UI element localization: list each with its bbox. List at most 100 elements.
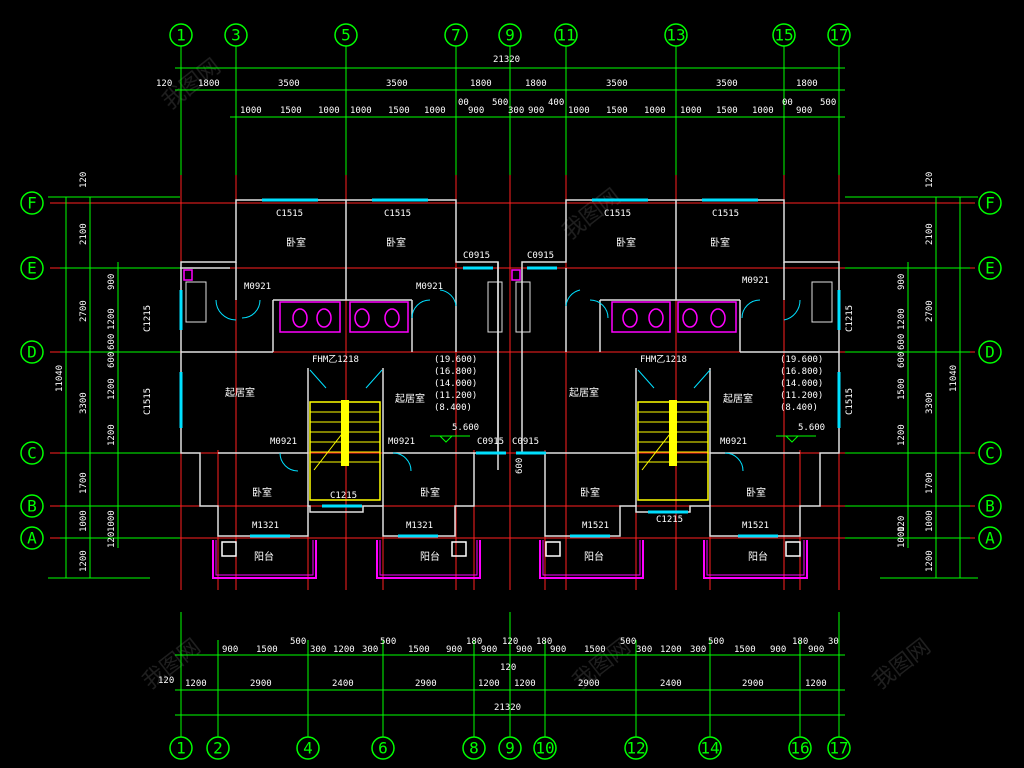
label-m1521-right: M1521 [742, 521, 769, 531]
svg-text:10: 10 [535, 739, 554, 758]
axis-bubble-right-A: A [978, 526, 1002, 550]
dim-right-c1-5: 1000 [925, 510, 935, 532]
svg-text:15: 15 [774, 26, 793, 45]
dim-bot-r2-14: 900 [550, 645, 566, 655]
dim-left-c2-0: 900 [107, 274, 117, 290]
elevation-left: (19.600) (16.800) (14.000) (11.200) (8.4… [430, 355, 479, 443]
dim-bot-r2-6: 500 [380, 637, 396, 647]
room-bedroom-5: 卧室 [252, 486, 272, 499]
dim-left-c2-2: 600 [107, 334, 117, 350]
dim-bot-r1-5: 1200 [514, 679, 536, 689]
svg-text:E: E [985, 259, 995, 278]
axis-bubble-bottom-8: 8 [462, 736, 486, 760]
axis-bubble-left-B: B [20, 494, 44, 518]
dim-bot-r2-21: 1500 [734, 645, 756, 655]
label-m0921-4: M0921 [270, 437, 297, 447]
dim-top-r2-19: 900 [796, 106, 812, 116]
balcony-boxes [221, 541, 801, 557]
horizontal-axis-lines [50, 202, 975, 539]
dim-right-c2-3: 600 [897, 352, 907, 368]
axis-bubble-left-A: A [20, 526, 44, 550]
svg-text:D: D [27, 343, 37, 362]
label-c1515-2: C1515 [384, 209, 411, 219]
svg-text:A: A [27, 529, 37, 548]
bottom-axis-bubbles: 1 2 4 6 8 9 10 12 14 16 17 [169, 736, 851, 760]
axis-bubble-right-C: C [978, 441, 1002, 465]
label-c1515-3: C1515 [604, 209, 631, 219]
svg-text:6: 6 [378, 739, 388, 758]
svg-text:11: 11 [556, 26, 575, 45]
svg-text:8: 8 [469, 739, 479, 758]
room-living-1: 起居室 [225, 386, 255, 399]
dim-left-c2-7: 1000 [107, 510, 117, 532]
elev-right-3: (11.200) [780, 391, 823, 401]
dim-top-r2-2: 1000 [318, 106, 340, 116]
axis-bubble-bottom-10: 10 [533, 736, 557, 760]
dim-left-c1-3: 3300 [79, 392, 89, 414]
dim-top-r1-2: 3500 [386, 79, 408, 89]
svg-text:1: 1 [176, 26, 186, 45]
svg-text:D: D [985, 343, 995, 362]
dim-right-c2-4: 1500 [897, 378, 907, 400]
svg-text:9: 9 [505, 739, 515, 758]
label-window-right-c1215: C1215 [845, 305, 855, 332]
dim-top-r2-13: 1500 [606, 106, 628, 116]
dim-top-r1-1: 3500 [278, 79, 300, 89]
elev-right-top: (19.600) [780, 355, 823, 365]
dim-bot-r2-25: 30 [828, 637, 839, 647]
room-bedroom-8: 卧室 [746, 486, 766, 499]
stair-left [309, 400, 381, 501]
dim-top-r1-6: 3500 [716, 79, 738, 89]
elev-right-4: (8.400) [780, 403, 818, 413]
axis-bubble-bottom-14: 14 [698, 736, 722, 760]
svg-text:1: 1 [176, 739, 186, 758]
elev-right-1: (16.800) [780, 367, 823, 377]
dim-bot-r2-13: 180 [536, 637, 552, 647]
dim-bot-r2-5: 300 [362, 645, 378, 655]
label-m1321-right: M1321 [406, 521, 433, 531]
svg-text:B: B [27, 497, 37, 516]
label-m0921-6: M0921 [720, 437, 747, 447]
room-balcony-3: 阳台 [584, 550, 604, 563]
label-c0915-2: C0915 [527, 251, 554, 261]
dim-bot-r2-11: 120 [502, 637, 518, 647]
room-balcony-2: 阳台 [420, 550, 440, 563]
dim-top-r1-5: 3500 [606, 79, 628, 89]
axis-bubble-right-B: B [978, 494, 1002, 518]
axis-bubble-top-17: 17 [827, 23, 851, 47]
dim-bot-r2-15: 1500 [584, 645, 606, 655]
dim-bot-r2-4: 1200 [333, 645, 355, 655]
dim-left-c2-6: 1200 [107, 424, 117, 446]
left-axis-bubbles: F E D C B A [20, 191, 44, 550]
label-c1215-left: C1215 [330, 491, 357, 501]
svg-text:5: 5 [341, 26, 351, 45]
dim-right-c1-1: 2100 [925, 223, 935, 245]
room-bedroom-1: 卧室 [286, 236, 306, 249]
room-labels: 卧室 卧室 卧室 卧室 起居室 起居室 起居室 起居室 卧室 卧室 卧室 卧室 … [225, 236, 768, 563]
dim-bot-r2-1: 1500 [256, 645, 278, 655]
room-bedroom-3: 卧室 [616, 236, 636, 249]
svg-text:F: F [27, 194, 37, 213]
elev-left-top: (19.600) [434, 355, 477, 365]
dim-top-r2-3: 1000 [350, 106, 372, 116]
axis-bubble-top-9: 9 [498, 23, 522, 47]
dim-right-overall: 11040 [949, 365, 959, 392]
left-dimensions: 11040 120 2100 2700 3300 1700 1000 1200 … [48, 172, 180, 579]
label-c0915-3: C0915 [477, 437, 504, 447]
dim-bot-r2-7: 1500 [408, 645, 430, 655]
dim-top-r2-14: 1000 [644, 106, 666, 116]
dim-bot-r2-23: 180 [792, 637, 808, 647]
dim-bot-r2-17: 300 [636, 645, 652, 655]
dim-left-c1-4: 1700 [79, 472, 89, 494]
dim-top-r2-6: 00 [458, 98, 469, 108]
vertical-axis-lines [180, 170, 840, 590]
axis-bubble-bottom-6: 6 [371, 736, 395, 760]
axis-bubble-bottom-1: 1 [169, 736, 193, 760]
dim-bot-r1-3: 2900 [415, 679, 437, 689]
top-axis-bubbles: 1 3 5 7 9 11 13 15 17 [169, 23, 851, 47]
svg-text:3: 3 [231, 26, 241, 45]
axis-bubble-left-C: C [20, 441, 44, 465]
dim-left-c1-6: 1200 [79, 550, 89, 572]
door-swings [215, 289, 801, 472]
